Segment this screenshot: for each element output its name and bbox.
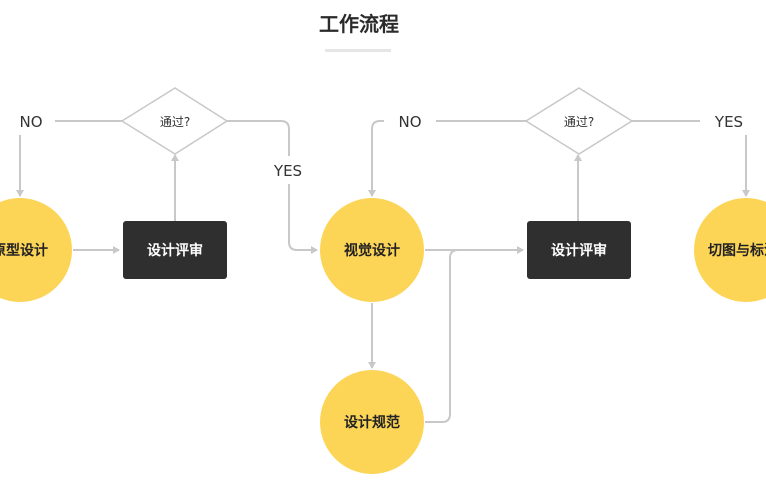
title-underline (325, 49, 391, 52)
label-yes-1: YES (273, 162, 302, 180)
node-slicing-label: 切图与标注 (708, 242, 766, 259)
node-spec: 设计规范 (320, 370, 424, 474)
edge-pass2-no-b (368, 120, 384, 197)
edge-spec-merge (425, 249, 459, 423)
node-review1-label: 设计评审 (147, 242, 203, 259)
label-no-1: NO (19, 113, 42, 131)
node-spec-label: 设计规范 (344, 414, 400, 431)
node-pass2-label: 通过? (564, 115, 594, 129)
label-no-2: NO (398, 113, 421, 131)
label-yes-2: YES (714, 113, 743, 131)
node-review2-label: 设计评审 (551, 242, 607, 259)
node-pass1: 通过? (120, 87, 229, 155)
node-slicing: 切图与标注 (694, 198, 766, 302)
node-review2: 设计评审 (527, 221, 631, 279)
node-prototype: 原型设计 (0, 198, 72, 302)
page-title: 工作流程 (319, 12, 399, 36)
node-visual-label: 视觉设计 (344, 242, 400, 259)
node-prototype-label: 原型设计 (0, 242, 48, 259)
node-pass1-label: 通过? (160, 115, 190, 129)
edge-pass1-yes-visual-b (288, 184, 318, 254)
node-pass2: 通过? (524, 87, 634, 155)
node-review1: 设计评审 (123, 221, 227, 279)
edge-pass1-yes-visual-a (227, 120, 290, 156)
node-visual: 视觉设计 (320, 198, 424, 302)
